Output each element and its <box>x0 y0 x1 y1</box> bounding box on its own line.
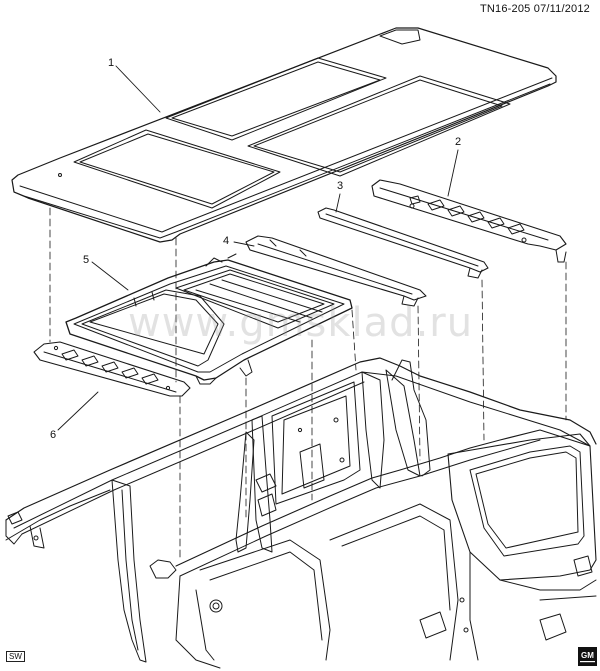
front-roof-header <box>33 341 191 397</box>
sunroof-module <box>65 253 353 385</box>
illustration-number: TN16-205 <box>479 3 531 15</box>
illustration-date: 07/11/2012 <box>533 3 590 15</box>
callout-5: 5 <box>83 254 90 266</box>
front-roof-bow <box>245 235 427 307</box>
rear-roof-bow <box>371 179 567 263</box>
callout-6: 6 <box>50 429 57 441</box>
illustration-reference: TN16-205 07/11/2012 <box>480 4 590 15</box>
alignment-lines <box>49 207 567 561</box>
roof-bow <box>317 207 489 279</box>
brand-logo: GM <box>578 647 597 666</box>
callout-3: 3 <box>337 180 344 192</box>
view-code-label: SW <box>6 651 25 662</box>
svg-text:GM: GM <box>581 651 594 660</box>
roof-panel <box>11 27 557 243</box>
brand-logo-icon: GM <box>578 647 597 666</box>
callout-2: 2 <box>455 136 462 148</box>
body-side-frame <box>5 357 597 669</box>
callout-4: 4 <box>223 235 230 247</box>
leader-lines <box>57 65 459 431</box>
callout-1: 1 <box>108 57 115 69</box>
